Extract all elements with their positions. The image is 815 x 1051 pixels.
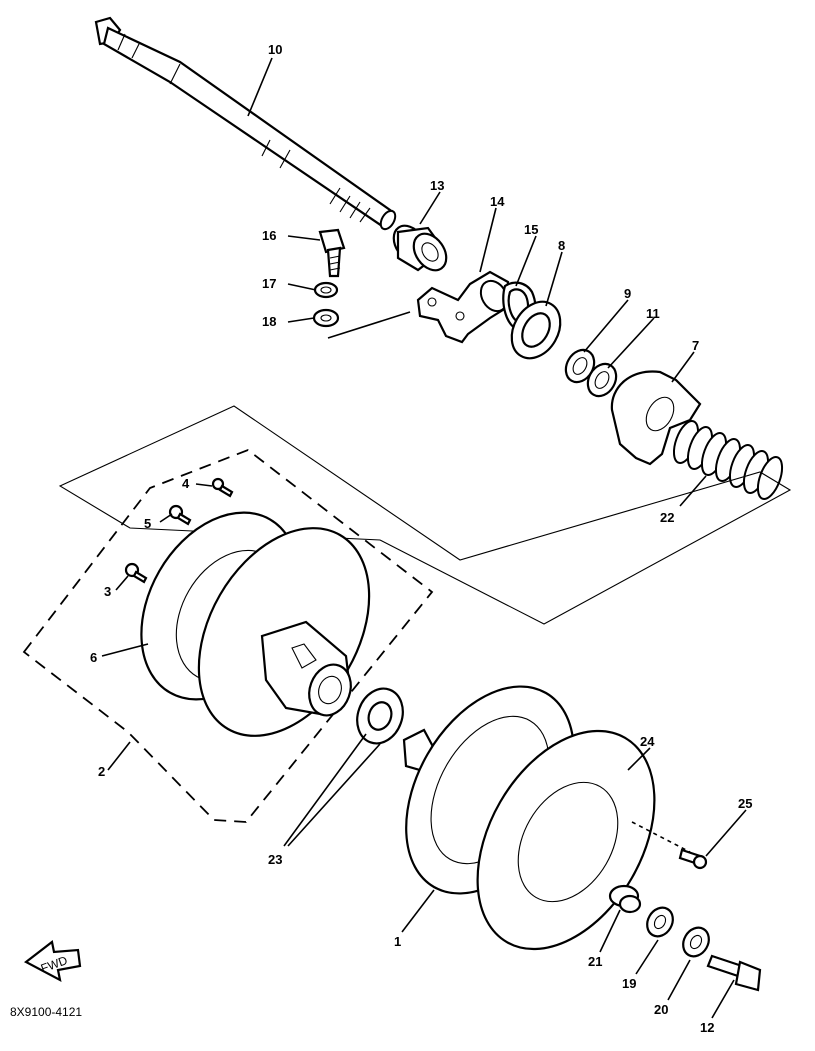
washer-19 — [646, 906, 674, 938]
callout-9: 9 — [624, 286, 631, 301]
callout-3: 3 — [104, 584, 111, 599]
bearing — [392, 224, 448, 272]
callout-5: 5 — [144, 516, 151, 531]
callout-6: 6 — [90, 650, 97, 665]
washer-9 — [564, 348, 596, 384]
sliding-sheave — [197, 527, 371, 737]
screw-25 — [678, 848, 708, 870]
callout-12: 12 — [700, 1020, 714, 1035]
washer-20 — [682, 926, 710, 958]
callout-15: 15 — [524, 222, 538, 237]
primary-shaft — [94, 16, 397, 231]
callout-16: 16 — [262, 228, 276, 243]
callout-25: 25 — [738, 796, 752, 811]
bolt-12 — [706, 954, 762, 992]
screw-3 — [124, 562, 148, 584]
callout-20: 20 — [654, 1002, 668, 1017]
callout-8: 8 — [558, 238, 565, 253]
callout-13: 13 — [430, 178, 444, 193]
screw-4 — [211, 477, 234, 498]
holder-bracket — [416, 270, 510, 344]
washer-8 — [510, 300, 562, 360]
callout-leaders — [101, 57, 747, 1019]
callout-labels: 10 13 14 15 8 16 17 18 9 11 7 22 4 5 3 6… — [90, 42, 752, 1035]
secondary-sheave — [402, 685, 656, 951]
callout-17: 17 — [262, 276, 276, 291]
callout-18: 18 — [262, 314, 276, 329]
callout-19: 19 — [622, 976, 636, 991]
callout-24: 24 — [640, 734, 655, 749]
callout-7: 7 — [692, 338, 699, 353]
callout-11: 11 — [646, 306, 660, 321]
callout-2: 2 — [98, 764, 105, 779]
callout-23: 23 — [268, 852, 282, 867]
screw-25-centerline — [631, 821, 691, 853]
callout-14: 14 — [490, 194, 505, 209]
callout-21: 21 — [588, 954, 602, 969]
compression-spring — [672, 420, 784, 500]
callout-4: 4 — [182, 476, 190, 491]
bolt-leader-line — [327, 311, 411, 339]
spring-seat — [610, 370, 702, 466]
bolt-16 — [318, 228, 346, 278]
screw-5 — [168, 504, 192, 526]
washer-17 — [313, 281, 339, 299]
oil-seal — [356, 687, 404, 745]
callout-1: 1 — [394, 934, 401, 949]
fwd-arrow-icon: FWD — [23, 940, 82, 983]
collar-21 — [608, 884, 642, 914]
group-2-dashed-outline — [22, 448, 434, 823]
washer-18 — [312, 308, 340, 328]
diagram-code: 8X9100-4121 — [10, 1005, 82, 1019]
callout-10: 10 — [268, 42, 282, 57]
callout-22: 22 — [660, 510, 674, 525]
